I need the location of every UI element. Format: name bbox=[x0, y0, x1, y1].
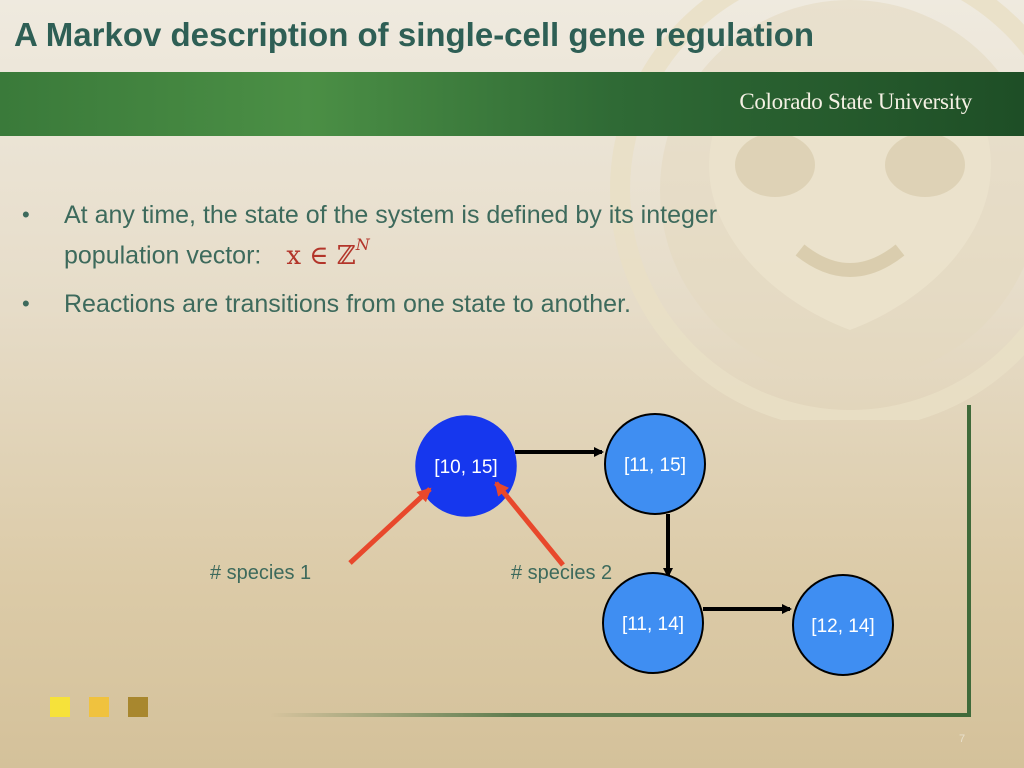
bullet-item: • Reactions are transitions from one sta… bbox=[22, 287, 882, 321]
decor-square bbox=[128, 697, 148, 717]
page-number: 7 bbox=[959, 733, 966, 745]
state-node bbox=[415, 415, 517, 517]
decor-square bbox=[50, 697, 70, 717]
state-node-label: [12, 14] bbox=[811, 616, 874, 637]
state-node-label: [11, 15] bbox=[624, 455, 686, 476]
decor-square bbox=[89, 697, 109, 717]
university-logo: Colorado State University bbox=[739, 89, 972, 114]
math-superscript: N bbox=[355, 235, 370, 254]
frame-line-horizontal bbox=[270, 713, 971, 717]
population-vector-math: x ∈ ℤN bbox=[286, 235, 369, 271]
state-node-label: [11, 14] bbox=[622, 614, 684, 635]
bullet-text-continued: population vector: bbox=[64, 241, 262, 270]
slide-title: A Markov description of single-cell gene… bbox=[14, 16, 815, 53]
state-node bbox=[792, 574, 894, 676]
species-1-label: # species 1 bbox=[210, 562, 312, 584]
math-expression: x ∈ ℤ bbox=[286, 240, 356, 271]
bullet-text: At any time, the state of the system is … bbox=[64, 201, 718, 229]
state-node bbox=[602, 572, 704, 674]
bullet-marker: • bbox=[22, 202, 30, 227]
species-2-pointer-arrow bbox=[494, 481, 565, 567]
state-node bbox=[604, 413, 706, 515]
frame-line-vertical bbox=[967, 405, 971, 717]
bullet-marker: • bbox=[22, 290, 30, 316]
header-band: Colorado State University bbox=[0, 72, 1024, 136]
species-2-label: # species 2 bbox=[511, 562, 613, 584]
bullet-item: • At any time, the state of the system i… bbox=[22, 198, 882, 273]
bullet-list: • At any time, the state of the system i… bbox=[22, 198, 882, 335]
bullet-text: Reactions are transitions from one state… bbox=[64, 289, 631, 318]
state-node-label: [10, 15] bbox=[434, 457, 497, 478]
species-1-pointer-arrow bbox=[348, 487, 432, 565]
